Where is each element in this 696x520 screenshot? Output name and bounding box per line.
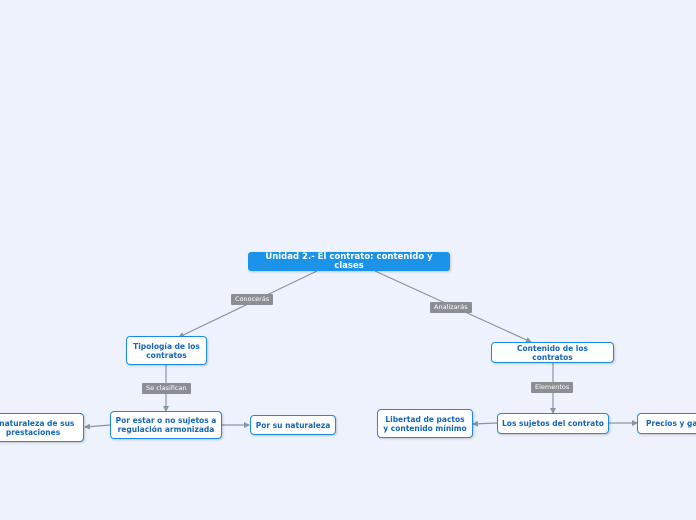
link-label-analizaras[interactable]: Analizarás: [430, 302, 472, 313]
node-sujetos-contrato[interactable]: Los sujetos del contrato: [497, 413, 609, 434]
node-precios-garantias[interactable]: Precios y gar: [637, 413, 696, 434]
link-label-elementos[interactable]: Elementos: [531, 382, 574, 393]
link-por-estar-naturaleza-prestaciones: [84, 423, 111, 430]
root-topic-node[interactable]: Unidad 2.- El contrato: contenido y clas…: [248, 252, 450, 271]
node-por-su-naturaleza[interactable]: Por su naturaleza: [250, 415, 336, 435]
node-tipologia-contratos[interactable]: Tipología de los contratos: [126, 336, 207, 365]
link-sujetos-libertad: [472, 420, 498, 427]
node-contenido-contratos[interactable]: Contenido de los contratos: [491, 342, 614, 363]
node-naturaleza-prestaciones[interactable]: a naturaleza de sus prestaciones: [0, 413, 84, 442]
link-label-conoceras[interactable]: Conocerás: [231, 294, 274, 305]
node-por-estar-sujetos[interactable]: Por estar o no sujetos a regulación armo…: [110, 411, 222, 439]
node-libertad-pactos[interactable]: Libertad de pactos y contenido mínimo: [377, 409, 473, 438]
link-label-se-clasifican[interactable]: Se clasifican: [142, 383, 191, 394]
